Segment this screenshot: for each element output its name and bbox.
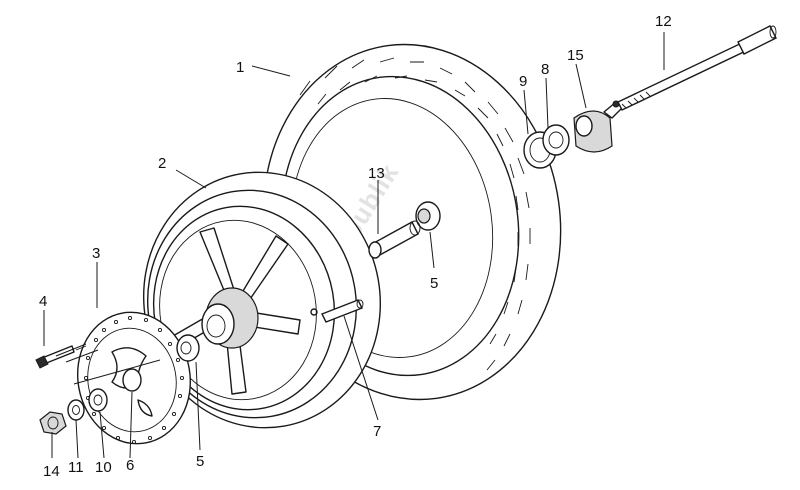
- thrust-washer: [542, 124, 570, 156]
- leader-lines: [43, 32, 665, 459]
- valve-stem: [321, 299, 364, 323]
- washer: [67, 399, 85, 421]
- spacer: [88, 388, 108, 412]
- brake-disc: [76, 311, 192, 445]
- wheel-axle: [617, 25, 777, 111]
- callout-14: 14: [43, 463, 60, 480]
- callout-13: 13: [368, 165, 385, 182]
- callout-7: 7: [373, 423, 381, 440]
- axle-nut: [39, 411, 67, 435]
- callout-5-upper: 5: [430, 275, 438, 292]
- callout-5-lower: 5: [196, 453, 204, 470]
- callout-9: 9: [519, 73, 527, 90]
- callout-3: 3: [92, 245, 100, 262]
- spacer-tube: [368, 220, 421, 259]
- callout-12: 12: [655, 13, 672, 30]
- callout-11: 11: [68, 459, 84, 476]
- disc-bolt: [35, 345, 87, 369]
- wheel-bearing-left: [176, 334, 200, 362]
- callout-4: 4: [39, 293, 47, 310]
- callout-10: 10: [95, 459, 112, 476]
- callout-1: 1: [236, 59, 244, 76]
- callout-8: 8: [541, 61, 549, 78]
- callout-2: 2: [158, 155, 166, 172]
- speedometer-drive: [573, 100, 623, 153]
- wheel-bearing-right: [415, 201, 441, 231]
- callout-6: 6: [126, 457, 134, 474]
- callout-15: 15: [567, 47, 584, 64]
